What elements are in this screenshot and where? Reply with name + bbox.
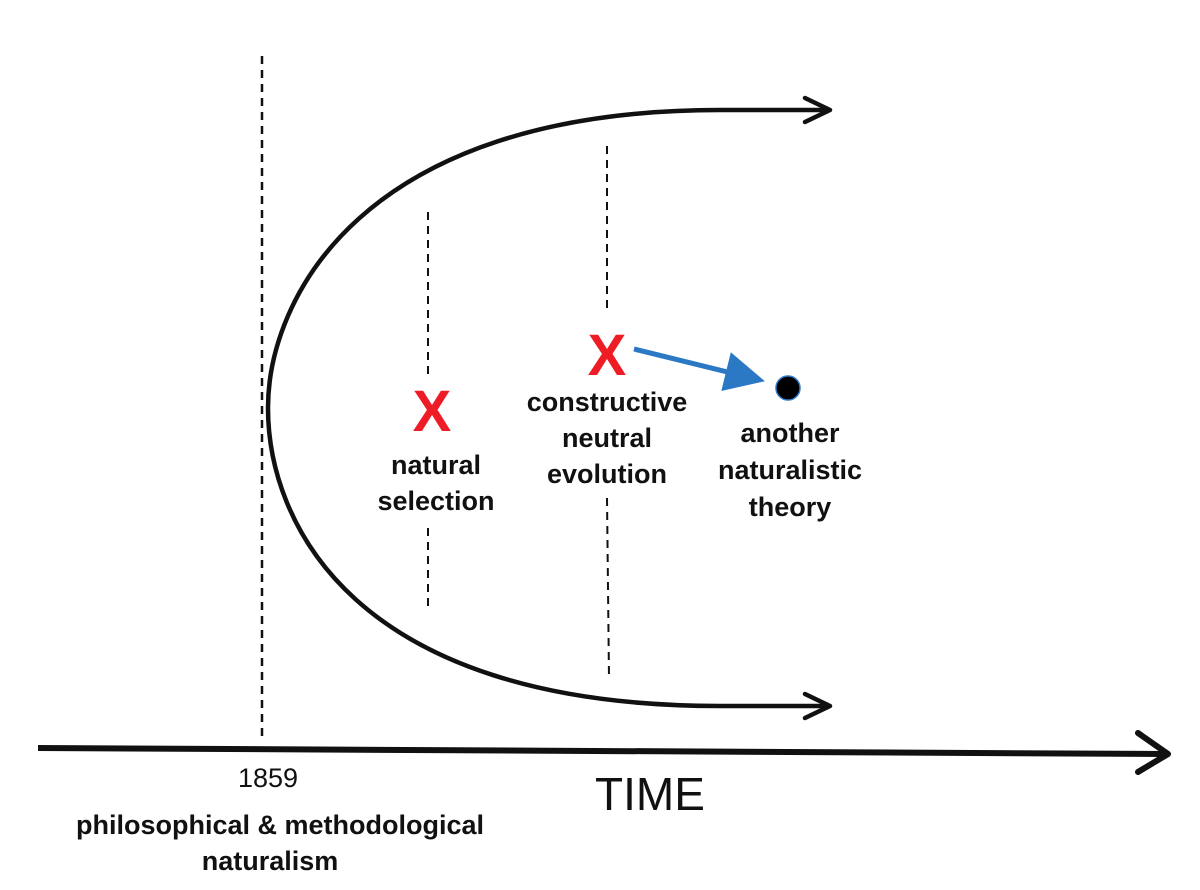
time-axis-label: TIME [595, 768, 705, 820]
cne-x-mark: X [588, 323, 627, 388]
natural-selection-label-line-2: selection [377, 486, 494, 516]
natural-selection-x-mark: X [413, 379, 452, 444]
naturalism-envelope-curve [265, 107, 828, 709]
cne-label-line-3: evolution [547, 459, 667, 489]
baseline-caption-line-1: philosophical & methodological [76, 810, 484, 840]
baseline-year-label: 1859 [238, 763, 298, 793]
next-theory-label-line-3: theory [749, 492, 832, 522]
time-axis-arrowhead [1135, 730, 1171, 775]
cne-label-line-2: neutral [562, 423, 652, 453]
envelope-bottom-arrowhead [802, 691, 833, 721]
time-axis-line [37, 745, 1164, 757]
envelope-top-arrowhead [802, 95, 833, 125]
cne-dashed-line-lower [606, 497, 610, 679]
baseline-caption-line-2: naturalism [202, 846, 339, 876]
natural-selection-label-line-1: natural [391, 450, 481, 480]
cne-label-line-1: constructive [527, 387, 688, 417]
next-theory-pointer-arrow [633, 346, 765, 392]
next-theory-dot [775, 375, 801, 401]
next-theory-label-line-1: another [740, 418, 840, 448]
next-theory-label-line-2: naturalistic [718, 455, 862, 485]
